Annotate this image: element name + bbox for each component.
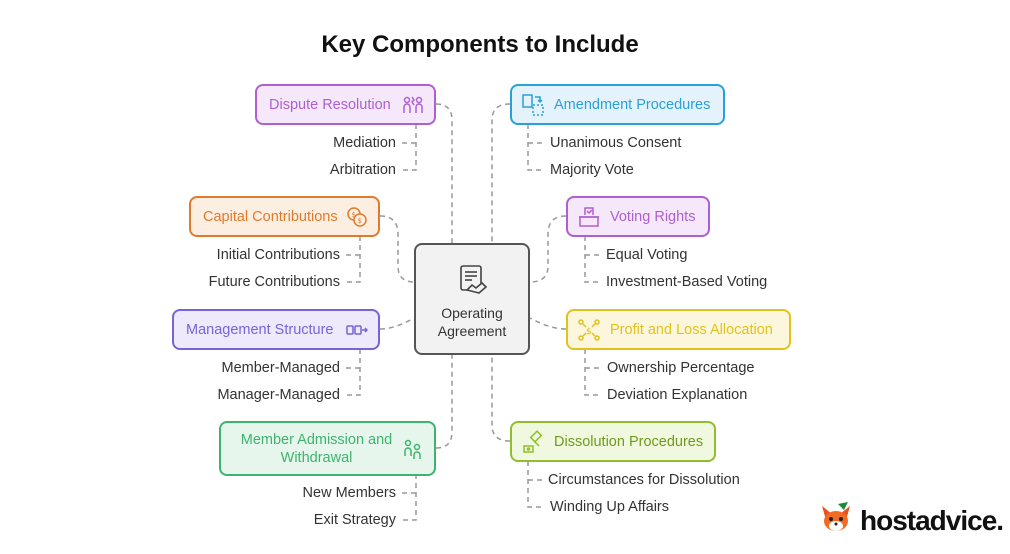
node-label: Capital Contributions: [203, 208, 338, 225]
people-arrows-icon: [400, 436, 426, 462]
sub-item-initial-contributions: Initial Contributions: [216, 247, 340, 263]
sub-item-deviation-explanation: Deviation Explanation: [607, 387, 748, 403]
node-capital-contributions: Capital Contributions $ $: [189, 196, 380, 237]
node-voting-rights: Voting Rights: [566, 196, 710, 237]
logo-text: hostadvice.: [860, 504, 1004, 536]
sub-item-new-members: New Members: [302, 485, 396, 501]
people-conflict-icon: [400, 92, 426, 118]
node-label: Voting Rights: [610, 208, 696, 225]
node-dissolution-procedures: Dissolution Procedures: [510, 421, 716, 462]
sub-item-mediation: Mediation: [333, 135, 396, 151]
center-label: Operating Agreement: [437, 305, 507, 339]
node-management-structure: Management Structure: [172, 309, 380, 350]
node-label: Management Structure: [186, 321, 334, 338]
center-node-operating-agreement: Operating Agreement: [414, 243, 530, 355]
connector-admission: [435, 355, 453, 449]
hostadvice-logo: hostadvice.: [818, 500, 1004, 541]
connector-profit: [529, 317, 567, 330]
sub-item-investment-based-voting: Investment-Based Voting: [606, 274, 768, 290]
sub-item-unanimous-consent: Unanimous Consent: [550, 135, 682, 151]
sub-item-exit-strategy: Exit Strategy: [313, 512, 396, 528]
node-member-admission-withdrawal: Member Admission and Withdrawal: [219, 421, 436, 476]
node-label: Dispute Resolution: [269, 96, 391, 113]
connector-management: [379, 317, 415, 330]
node-dispute-resolution: Dispute Resolution: [255, 84, 436, 125]
sub-item-future-contributions: Future Contributions: [208, 274, 340, 290]
node-label: Dissolution Procedures: [554, 433, 704, 450]
sub-item-majority-vote: Majority Vote: [550, 162, 634, 178]
sub-item-circumstances-for-dissolution: Circumstances for Dissolution: [548, 472, 740, 488]
sub-item-member-managed: Member-Managed: [221, 360, 340, 376]
node-label: Profit and Loss Allocation: [610, 321, 773, 338]
sub-item-equal-voting: Equal Voting: [606, 247, 688, 263]
connector-capital: [379, 215, 415, 283]
document-edit-icon: [520, 92, 546, 118]
org-flow-icon: [344, 317, 370, 343]
node-label: Amendment Procedures: [554, 96, 711, 113]
fox-mascot-icon: [818, 500, 854, 541]
sub-item-manager-managed: Manager-Managed: [217, 387, 340, 403]
document-handshake-icon: [416, 263, 528, 300]
node-amendment-procedures: Amendment Procedures: [510, 84, 725, 125]
svg-text:$: $: [586, 327, 592, 337]
sub-item-arbitration: Arbitration: [329, 162, 396, 178]
node-profit-loss-allocation: $ Profit and Loss Allocation: [566, 309, 791, 350]
gavel-icon: [520, 429, 546, 455]
node-label: Member Admission and Withdrawal: [240, 431, 393, 466]
sub-item-ownership-percentage: Ownership Percentage: [607, 360, 755, 376]
connector-dissolution: [491, 355, 511, 442]
connector-amendment: [491, 103, 511, 243]
ballot-box-icon: [576, 204, 602, 230]
connector-voting: [529, 215, 567, 283]
svg-text:$: $: [358, 217, 362, 225]
money-network-icon: $: [576, 317, 602, 343]
connector-dispute: [435, 103, 453, 243]
coins-icon: $ $: [344, 204, 370, 230]
svg-text:$: $: [352, 211, 356, 219]
page-title: Key Components to Include: [321, 31, 639, 58]
sub-item-winding-up-affairs: Winding Up Affairs: [550, 499, 670, 515]
